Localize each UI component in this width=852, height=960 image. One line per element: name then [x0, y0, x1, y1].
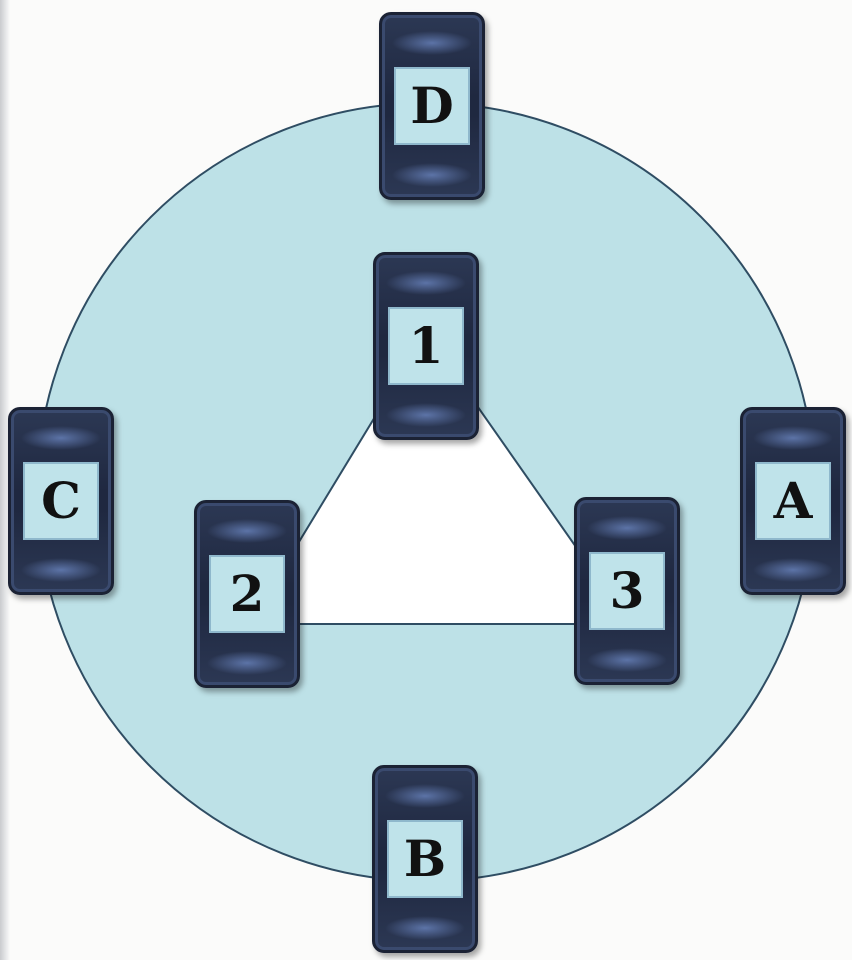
card-label-panel: 1 [388, 307, 464, 385]
card-b: B [372, 765, 478, 953]
card-a-label: A [774, 476, 813, 526]
card-d: D [379, 12, 485, 200]
card-label-panel: B [387, 820, 463, 898]
card-2-label: 2 [230, 569, 265, 619]
card-label-panel: C [23, 462, 99, 540]
card-1: 1 [373, 252, 479, 440]
card-label-panel: 3 [589, 552, 665, 630]
card-label-panel: A [755, 462, 831, 540]
card-3-label: 3 [610, 566, 645, 616]
card-d-label: D [410, 81, 453, 131]
card-c: C [8, 407, 114, 595]
card-label-panel: D [394, 67, 470, 145]
card-label-panel: 2 [209, 555, 285, 633]
card-2: 2 [194, 500, 300, 688]
card-c-label: C [41, 476, 81, 526]
card-a: A [740, 407, 846, 595]
card-b-label: B [404, 834, 446, 884]
card-3: 3 [574, 497, 680, 685]
card-1-label: 1 [409, 321, 444, 371]
